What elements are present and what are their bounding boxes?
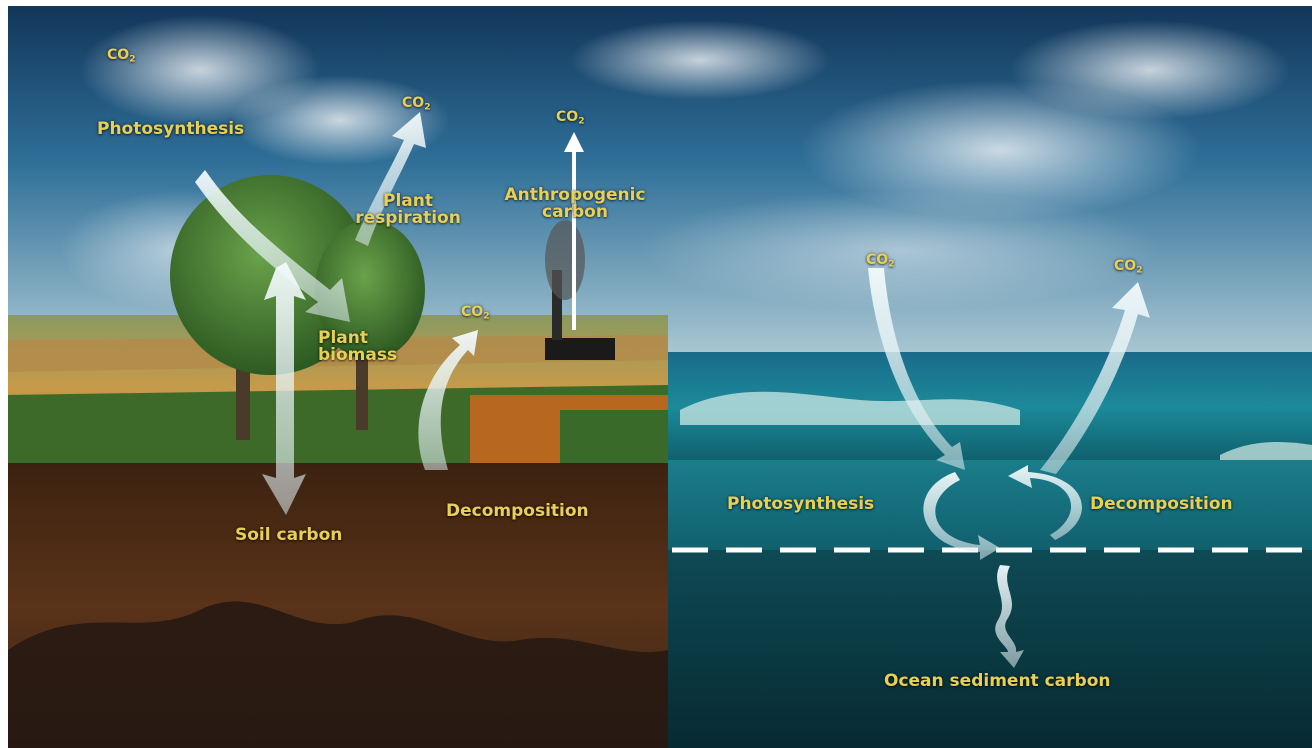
surface-water	[668, 460, 1312, 550]
co2-label-anthropogenic: CO2	[556, 109, 585, 127]
ocean-sediment-arrow	[995, 565, 1024, 668]
ocean-release-arrow	[1040, 282, 1150, 474]
bedrock	[8, 601, 668, 748]
plant-respiration-arrow	[355, 112, 426, 246]
plant-biomass-label: Plant biomass	[318, 330, 397, 364]
flow-arrows	[195, 112, 1150, 668]
anthropogenic-label-line2: carbon	[542, 202, 608, 222]
trees	[170, 175, 425, 440]
anthropogenic-carbon-label: Anthropogenic carbon	[490, 187, 660, 221]
anthropogenic-arrow	[564, 132, 584, 330]
co2-label-ocean-release: CO2	[1114, 258, 1143, 276]
photosynthesis-arrow	[195, 170, 350, 322]
co2-label-photosynthesis: CO2	[107, 47, 136, 65]
soil-carbon-arrow	[262, 262, 306, 515]
deep-ocean	[668, 550, 1312, 748]
co2-label-ocean-uptake: CO2	[866, 252, 895, 270]
land-photosynthesis-label: Photosynthesis	[97, 119, 245, 139]
ocean-loop-right-arrow	[1008, 465, 1082, 540]
decomposition-arrow	[418, 330, 478, 470]
plant-biomass-label-line2: biomass	[318, 345, 398, 365]
co2-label-decomposition: CO2	[461, 304, 490, 322]
anthropogenic-label-line1: Anthropogenic	[504, 185, 646, 205]
plant-respiration-label-line1: Plant	[383, 191, 433, 211]
ocean-sediment-carbon-label: Ocean sediment carbon	[884, 671, 1111, 691]
plant-respiration-label: Plant respiration	[353, 193, 463, 227]
soil-carbon-label: Soil carbon	[235, 525, 343, 545]
ocean-loop-left-arrow	[923, 472, 1000, 560]
land-decomposition-label: Decomposition	[446, 501, 589, 521]
ocean-decomposition-label: Decomposition	[1090, 494, 1233, 514]
plant-biomass-label-line1: Plant	[318, 328, 368, 348]
ocean-uptake-arrow	[868, 268, 965, 470]
co2-label-respiration: CO2	[402, 95, 431, 113]
ocean-photosynthesis-label: Photosynthesis	[727, 494, 875, 514]
plant-respiration-label-line2: respiration	[355, 208, 461, 228]
